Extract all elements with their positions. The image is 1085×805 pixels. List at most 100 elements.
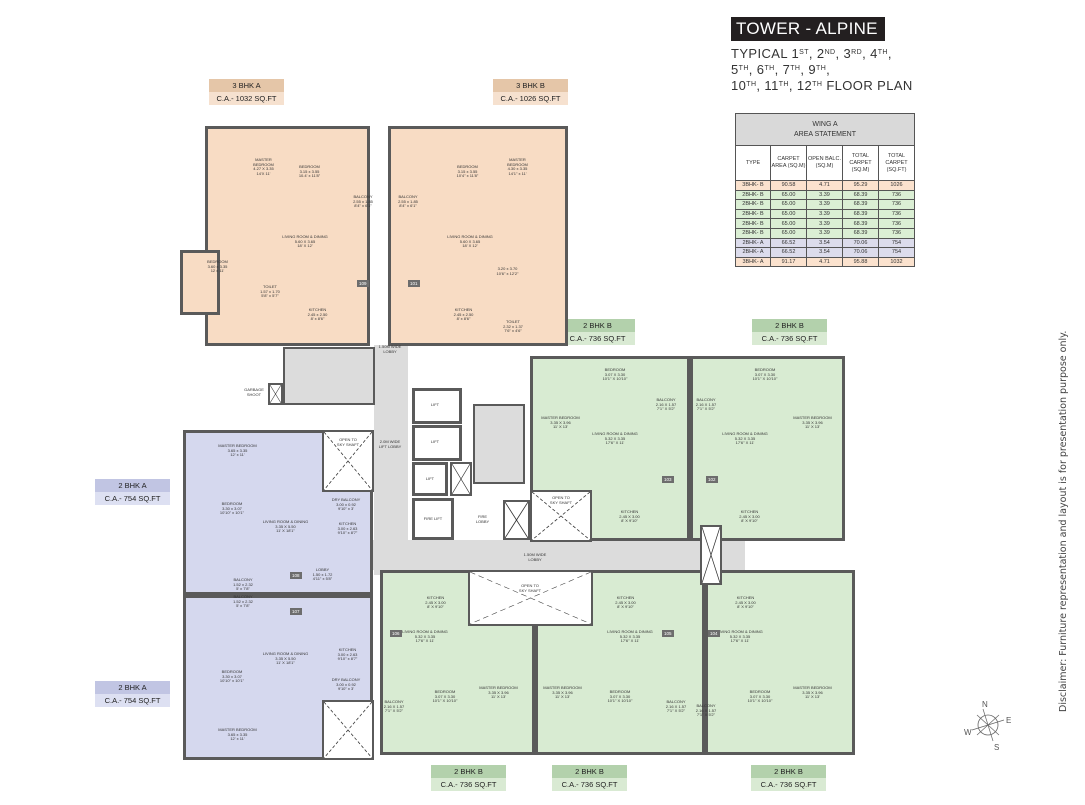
open-to-sky-shaft-bottom — [322, 700, 374, 760]
column-header: TOTAL CARPET (SQ.M) — [842, 145, 879, 181]
subtitle-line-1: TYPICAL 1ST, 2ND, 3RD, 4TH, — [731, 46, 892, 61]
table-cell: 736 — [878, 208, 915, 220]
label-lift-lobby: 2.0M WIDE LIFT LOBBY — [378, 439, 402, 449]
svg-text:W: W — [964, 728, 972, 737]
label-2bhk-b-106-master-bedroom: MASTER BEDROOM 3.35 X 3.96 11' X 13' — [479, 685, 518, 699]
carpet-area-label: C.A.- 736 SQ.FT — [552, 778, 627, 791]
table-cell: 736 — [878, 227, 915, 239]
label-2bhk-b-106-kitchen: KITCHEN 2.45 X 3.00 8' X 9'10" — [425, 595, 446, 609]
label-2bhk-a-master-bedroom: MASTER BEDROOM 3.65 x 3.35 12' x 11' — [218, 443, 257, 457]
area-table-heading: WING A AREA STATEMENT — [735, 113, 915, 146]
table-cell: 3.39 — [806, 227, 843, 239]
table-cell: 3BHK- A — [735, 256, 771, 268]
label-3bhk-b-bedroom: BEDROOM 3.15 x 3.55 10'4" x 11'8" — [456, 164, 479, 178]
table-cell: 70.06 — [842, 237, 879, 249]
svg-text:N: N — [982, 700, 988, 709]
label-3bhk-b-living: LIVING ROOM & DINING 5.60 X 3.65 18' X 1… — [447, 234, 493, 248]
table-cell: 736 — [878, 218, 915, 229]
label-2bhk-b-105-living: LIVING ROOM & DINING 5.32 X 3.35 17'6" X… — [607, 629, 653, 643]
unit-type-label: 2 BHK A — [95, 681, 170, 694]
disclaimer-text: Disclaimer: Furniture representation and… — [1058, 330, 1069, 712]
carpet-area-label: C.A.- 1032 SQ.FT — [209, 92, 284, 105]
table-cell: 95.88 — [842, 256, 879, 268]
label-3bhk-b-toilet: TOILET 2.32 x 1.37 7'6" x 4'6" — [503, 319, 523, 333]
garbage-shoot — [268, 383, 283, 405]
lift-1 — [412, 388, 462, 424]
table-cell: 4.71 — [806, 180, 843, 191]
lift-3 — [412, 462, 448, 496]
label-2bhk-b-104-kitchen: KITCHEN 2.45 X 3.00 8' X 9'10" — [735, 595, 756, 609]
unit-type-label: 3 BHK A — [209, 79, 284, 92]
label-2bhk-a-107-dry-balcony: DRY BALCONY 3.00 x 0.92 9'10" x 3' — [331, 677, 361, 691]
table-cell: 65.00 — [770, 208, 807, 220]
unit-2bhk-b-102 — [690, 356, 845, 541]
label-2bhk-b-104-master-bedroom: MASTER BEDROOM 3.35 X 3.96 11' X 13' — [793, 685, 832, 699]
table-cell: 66.52 — [770, 247, 807, 258]
label-fire-lift: FIRE LIFT — [423, 516, 443, 521]
label-core-lobby-top: 1.50M WIDE LOBBY — [378, 344, 402, 354]
table-cell: 95.29 — [842, 180, 879, 191]
unit-number-106: 106 — [390, 630, 402, 637]
label-2bhk-b-102-master-bedroom: MASTER BEDROOM 3.35 X 3.96 11' X 13' — [793, 415, 832, 429]
table-cell: 2BHK- B — [735, 199, 771, 210]
open-to-sky-shaft-center — [468, 570, 593, 626]
label-sky-shaft-center: OPEN TO SKY SHAFT — [518, 583, 542, 593]
staircase-right — [473, 404, 525, 484]
unit-number-108: 108 — [290, 572, 302, 579]
unit-number-101: 101 — [408, 280, 420, 287]
corridor-vertical — [374, 345, 408, 575]
label-2bhk-a-living: LIVING ROOM & DINING 3.35 X 5.50 11' X 1… — [262, 519, 309, 533]
carpet-area-label: C.A.- 754 SQ.FT — [95, 492, 170, 505]
unit-2bhk-b-103 — [530, 356, 690, 541]
label-2bhk-a-107-balcony: BALCONY 1.52 x 2.32 5' x 7'8" — [233, 594, 253, 608]
wing-label: WING A — [812, 120, 838, 128]
label-lift-2: LIFT — [430, 439, 440, 444]
table-cell: 754 — [878, 237, 915, 249]
table-cell: 90.58 — [770, 180, 807, 191]
label-3bhk-a-master-bedroom: MASTER BEDROOM 4.27 X 3.35 14'X 11' — [253, 157, 274, 176]
label-fire-lobby: FIRE LOBBY — [475, 514, 490, 524]
label-2bhk-a-107-master-bedroom: MASTER BEDROOM 3.65 x 3.35 12' x 11' — [218, 727, 257, 741]
svg-text:S: S — [994, 743, 999, 752]
unit-type-label: 2 BHK B — [431, 765, 506, 778]
table-cell: 3.39 — [806, 199, 843, 210]
unit-2bhk-b-104 — [705, 570, 855, 755]
column-header: OPEN BALC. (SQ.M) — [806, 145, 843, 181]
unit-type-label: 2 BHK B — [560, 319, 635, 332]
unit-3bhk-a-wing — [180, 250, 220, 315]
unit-type-label: 2 BHK B — [752, 319, 827, 332]
label-3bhk-b-master-bedroom: MASTER BEDROOM 4.30 x 3.35 14'1" x 11' — [507, 157, 528, 176]
label-3bhk-a-toilet: TOILET 1.57 x 1.70 5'8" x 5'7" — [260, 284, 280, 298]
table-cell: 736 — [878, 199, 915, 210]
label-2bhk-a-107-bedroom: BEDROOM 3.30 x 3.07 10'10" x 10'1" — [219, 669, 245, 683]
label-2bhk-b-105-master-bedroom: MASTER BEDROOM 3.35 X 3.96 11' X 13' — [543, 685, 582, 699]
column-header: TYPE — [735, 145, 771, 181]
label-2bhk-b-103-kitchen: KITCHEN 2.45 X 3.00 8' X 9'10" — [619, 509, 640, 523]
label-2bhk-a-107-kitchen: KITCHEN 3.00 x 2.63 9'10" x 8'7" — [337, 647, 358, 661]
label-2bhk-b-104-balcony: BALCONY 2.16 X 1.57 7'1" X 5'2" — [695, 703, 717, 717]
tower-title: TOWER - ALPINE — [731, 17, 885, 41]
label-3bhk-a-kitchen: KITCHEN 2.45 x 2.50 8' x 8'6" — [307, 307, 328, 321]
svg-text:E: E — [1006, 716, 1011, 725]
unit-type-label: 2 BHK A — [95, 479, 170, 492]
column-header: TOTAL CARPET (SQ.FT) — [878, 145, 915, 181]
label-2bhk-a-dry-balcony: DRY BALCONY 3.00 x 0.92 9'10" x 3' — [331, 497, 361, 511]
staircase-top — [283, 347, 375, 405]
label-lobby-mid: 1.50M WIDE LOBBY — [523, 552, 547, 562]
label-2bhk-b-103-living: LIVING ROOM & DINING 5.32 X 3.35 17'6" X… — [592, 431, 638, 445]
label-garbage-shoot: GARBAGE SHOOT — [244, 387, 264, 397]
table-cell: 736 — [878, 189, 915, 201]
table-cell: 68.39 — [842, 208, 879, 220]
table-cell: 65.00 — [770, 218, 807, 229]
